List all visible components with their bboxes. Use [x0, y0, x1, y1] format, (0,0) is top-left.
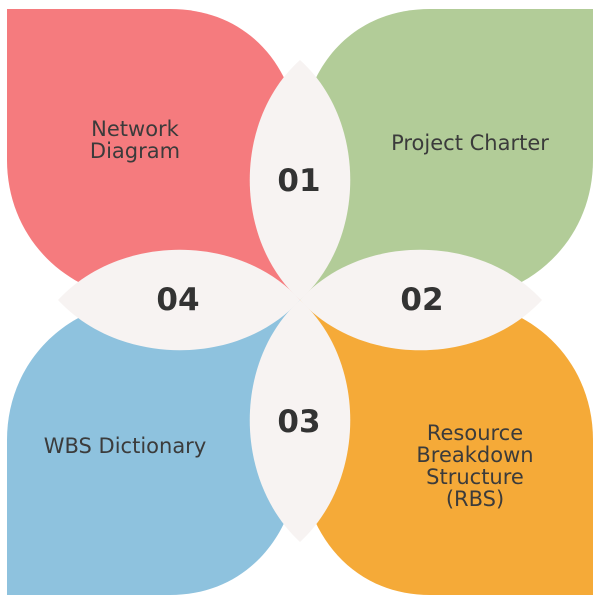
label-rbs: Resource Breakdown Structure (RBS): [416, 421, 534, 511]
label-project-charter: Project Charter: [391, 131, 549, 155]
number-02: 02: [400, 282, 444, 318]
lens-03: [249, 300, 351, 542]
label-wbs-dictionary: WBS Dictionary: [43, 434, 207, 458]
lens-02: [300, 249, 542, 351]
petal-rbs: [300, 300, 593, 595]
petal-network-diagram: [7, 9, 300, 300]
petal-wbs-dictionary: [7, 300, 300, 595]
petal-project-charter: [300, 9, 593, 300]
number-03: 03: [277, 404, 321, 440]
lens-04: [58, 249, 300, 351]
number-01: 01: [277, 163, 321, 199]
lens-01: [249, 60, 351, 300]
label-network-diagram: Network Diagram: [89, 117, 181, 163]
number-04: 04: [156, 282, 200, 318]
